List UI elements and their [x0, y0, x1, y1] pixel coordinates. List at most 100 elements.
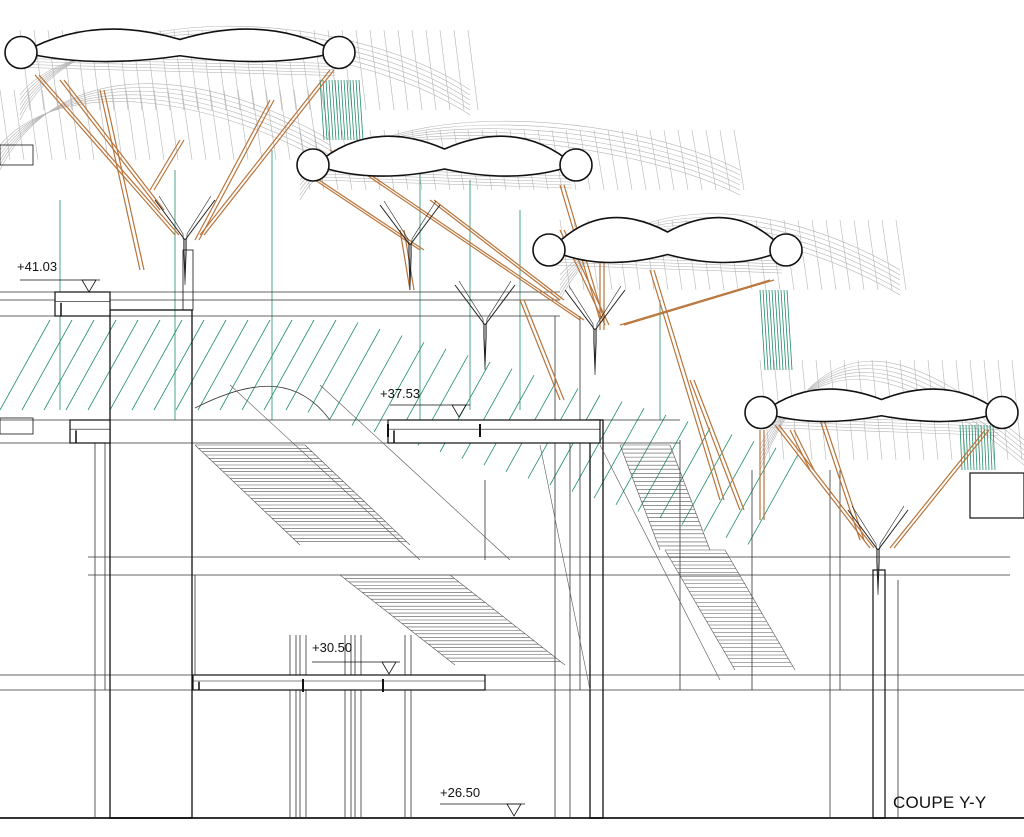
cushion-rib	[552, 261, 783, 271]
column	[872, 569, 886, 819]
wireframe-rib	[621, 129, 633, 191]
glazing-line	[175, 319, 227, 411]
timber-strut	[689, 379, 741, 511]
wireframe-rib	[83, 89, 95, 161]
timber-strut	[693, 379, 745, 511]
glazing-fringe	[340, 79, 346, 141]
glazing-fringe	[337, 79, 343, 141]
tree-columns	[154, 195, 909, 596]
glazing-line	[593, 408, 645, 499]
glazing-line	[615, 414, 667, 505]
glazing-fringe	[959, 424, 963, 471]
column	[182, 249, 194, 311]
wireframe-curve	[0, 97, 331, 161]
glazing-fringe	[765, 289, 772, 371]
level-markers	[20, 279, 525, 817]
timber-strut	[153, 139, 185, 191]
tree-branch-outline	[383, 200, 437, 291]
building-structure	[0, 144, 1024, 819]
timber-strut	[429, 199, 561, 301]
wall-box	[969, 472, 1024, 519]
cushion-edge-tube	[296, 148, 330, 182]
glazing-line	[153, 319, 205, 411]
cushion-rib	[24, 67, 336, 76]
glazing-fringe	[346, 79, 352, 141]
wireframe-curve	[0, 87, 331, 166]
wireframe-curve	[0, 83, 331, 171]
glazing-line	[351, 335, 403, 426]
timber-strut	[203, 69, 335, 236]
drawing-title: COUPE Y-Y	[893, 793, 987, 812]
glazing-fringe	[992, 424, 996, 471]
timber-strut	[329, 149, 581, 321]
wireframe-rib	[41, 89, 53, 161]
wireframe-rib	[453, 29, 465, 111]
tree-branch	[847, 509, 909, 590]
canopy-cushions	[4, 28, 1019, 430]
timber-strut	[778, 424, 875, 549]
wireframe-rib	[663, 129, 675, 191]
escalator-top	[194, 385, 331, 421]
glazing-fringe	[786, 289, 793, 371]
glazing-fringe	[783, 289, 790, 371]
glazing-fringe	[322, 79, 328, 141]
level-triangle	[381, 661, 397, 675]
glazing-fringe	[355, 79, 361, 141]
wireframe-rib	[811, 219, 823, 291]
concrete-core	[109, 309, 193, 819]
timber-strut	[619, 279, 771, 326]
wireframe-rib	[27, 89, 39, 161]
wireframe-rib	[209, 89, 221, 161]
wireframe-rib	[293, 89, 305, 161]
glazing-fringe	[762, 289, 769, 371]
wireframe-rib	[593, 129, 605, 191]
timber-strut	[623, 279, 775, 326]
timber-strut	[38, 74, 180, 236]
glazing-fringe	[325, 79, 331, 141]
wireframe-rib	[153, 89, 165, 161]
timber-strut	[194, 99, 271, 241]
wireframe-rib	[705, 129, 717, 191]
cushion-rib	[764, 421, 999, 430]
glazing-fringe	[974, 424, 978, 471]
timber-strut	[519, 299, 561, 401]
glazing-line	[21, 319, 73, 411]
wireframe-rib	[223, 89, 235, 161]
cushion-edge-tube	[985, 395, 1019, 430]
cushion-rib	[24, 61, 336, 70]
cushion-edge-tube	[322, 35, 356, 70]
cushion-edge-tube	[532, 233, 566, 267]
wireframe-rib	[839, 219, 851, 291]
glazing-fringe	[771, 289, 778, 371]
cushion	[761, 388, 1002, 423]
glazing-fringe	[774, 289, 781, 371]
tree-branch	[379, 204, 441, 285]
wireframe-rib	[635, 129, 647, 191]
glazing-line	[87, 319, 139, 411]
glazing-fringe	[328, 79, 334, 141]
tree-branch	[154, 199, 216, 280]
slab-section	[192, 674, 486, 691]
wireframe-rib	[369, 29, 381, 111]
wireframe-rib	[607, 129, 619, 191]
wireframe-rib	[733, 129, 745, 191]
glazing-line	[307, 322, 359, 413]
glazing-fringe	[331, 79, 337, 141]
column	[589, 419, 604, 819]
timber-strut	[149, 139, 181, 191]
glazing-fringe	[768, 289, 775, 371]
cushion-rib	[764, 424, 999, 433]
canopy-wireframe	[0, 25, 1024, 471]
wireframe-rib	[383, 29, 395, 111]
glazing-fringe	[989, 424, 993, 471]
cushion	[549, 216, 786, 264]
cushion-edge-tube	[744, 395, 778, 430]
timber-strut	[34, 74, 176, 236]
glazing-line	[461, 368, 513, 459]
glazing-line	[659, 427, 711, 519]
glazing-line	[0, 319, 51, 411]
wireframe-rib	[881, 219, 893, 291]
glazing-line	[65, 319, 117, 411]
